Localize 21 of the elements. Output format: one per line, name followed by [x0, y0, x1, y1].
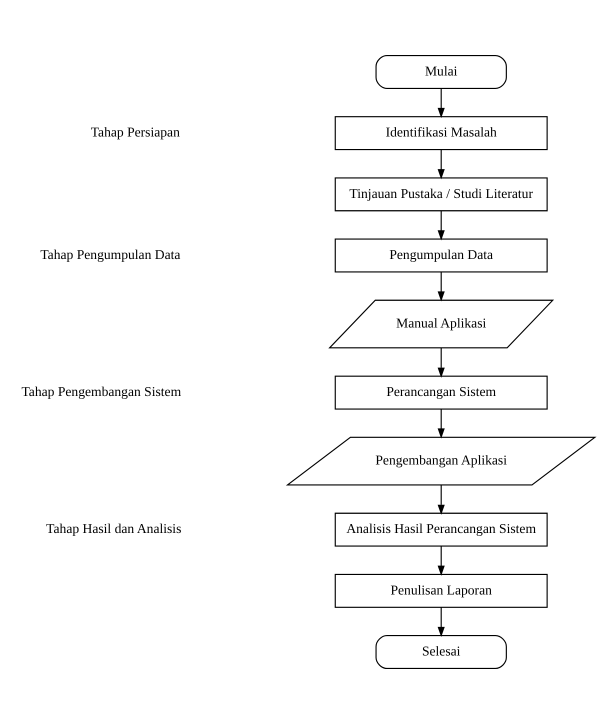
arrow	[438, 347, 445, 378]
node-box: Mulai	[375, 54, 507, 88]
arrow	[438, 88, 445, 118]
node-box: Perancangan Sistem	[334, 375, 548, 410]
label: Tahap Hasil dan Analisis	[46, 520, 182, 536]
arrow	[438, 272, 445, 302]
arrow	[438, 606, 445, 637]
label: Tahap Persiapan	[90, 124, 180, 140]
node-box: Pengumpulan Data	[334, 238, 548, 272]
node-box: Tinjauan Pustaka / Studi Literatur	[334, 176, 548, 211]
label: Tahap Pengumpulan Data	[40, 246, 180, 262]
arrow	[438, 408, 445, 438]
arrow	[438, 546, 445, 576]
arrow	[438, 484, 445, 514]
node-box: Identifikasi Masalah	[334, 116, 548, 150]
label: Tahap Pengembangan Sistem	[21, 384, 182, 399]
node-box: Penulisan Laporan	[334, 573, 548, 608]
node-box: Selesai	[375, 634, 507, 669]
arrow	[438, 149, 445, 179]
arrow	[438, 210, 445, 240]
node-box: Analisis Hasil Perancangan Sistem	[334, 512, 548, 546]
